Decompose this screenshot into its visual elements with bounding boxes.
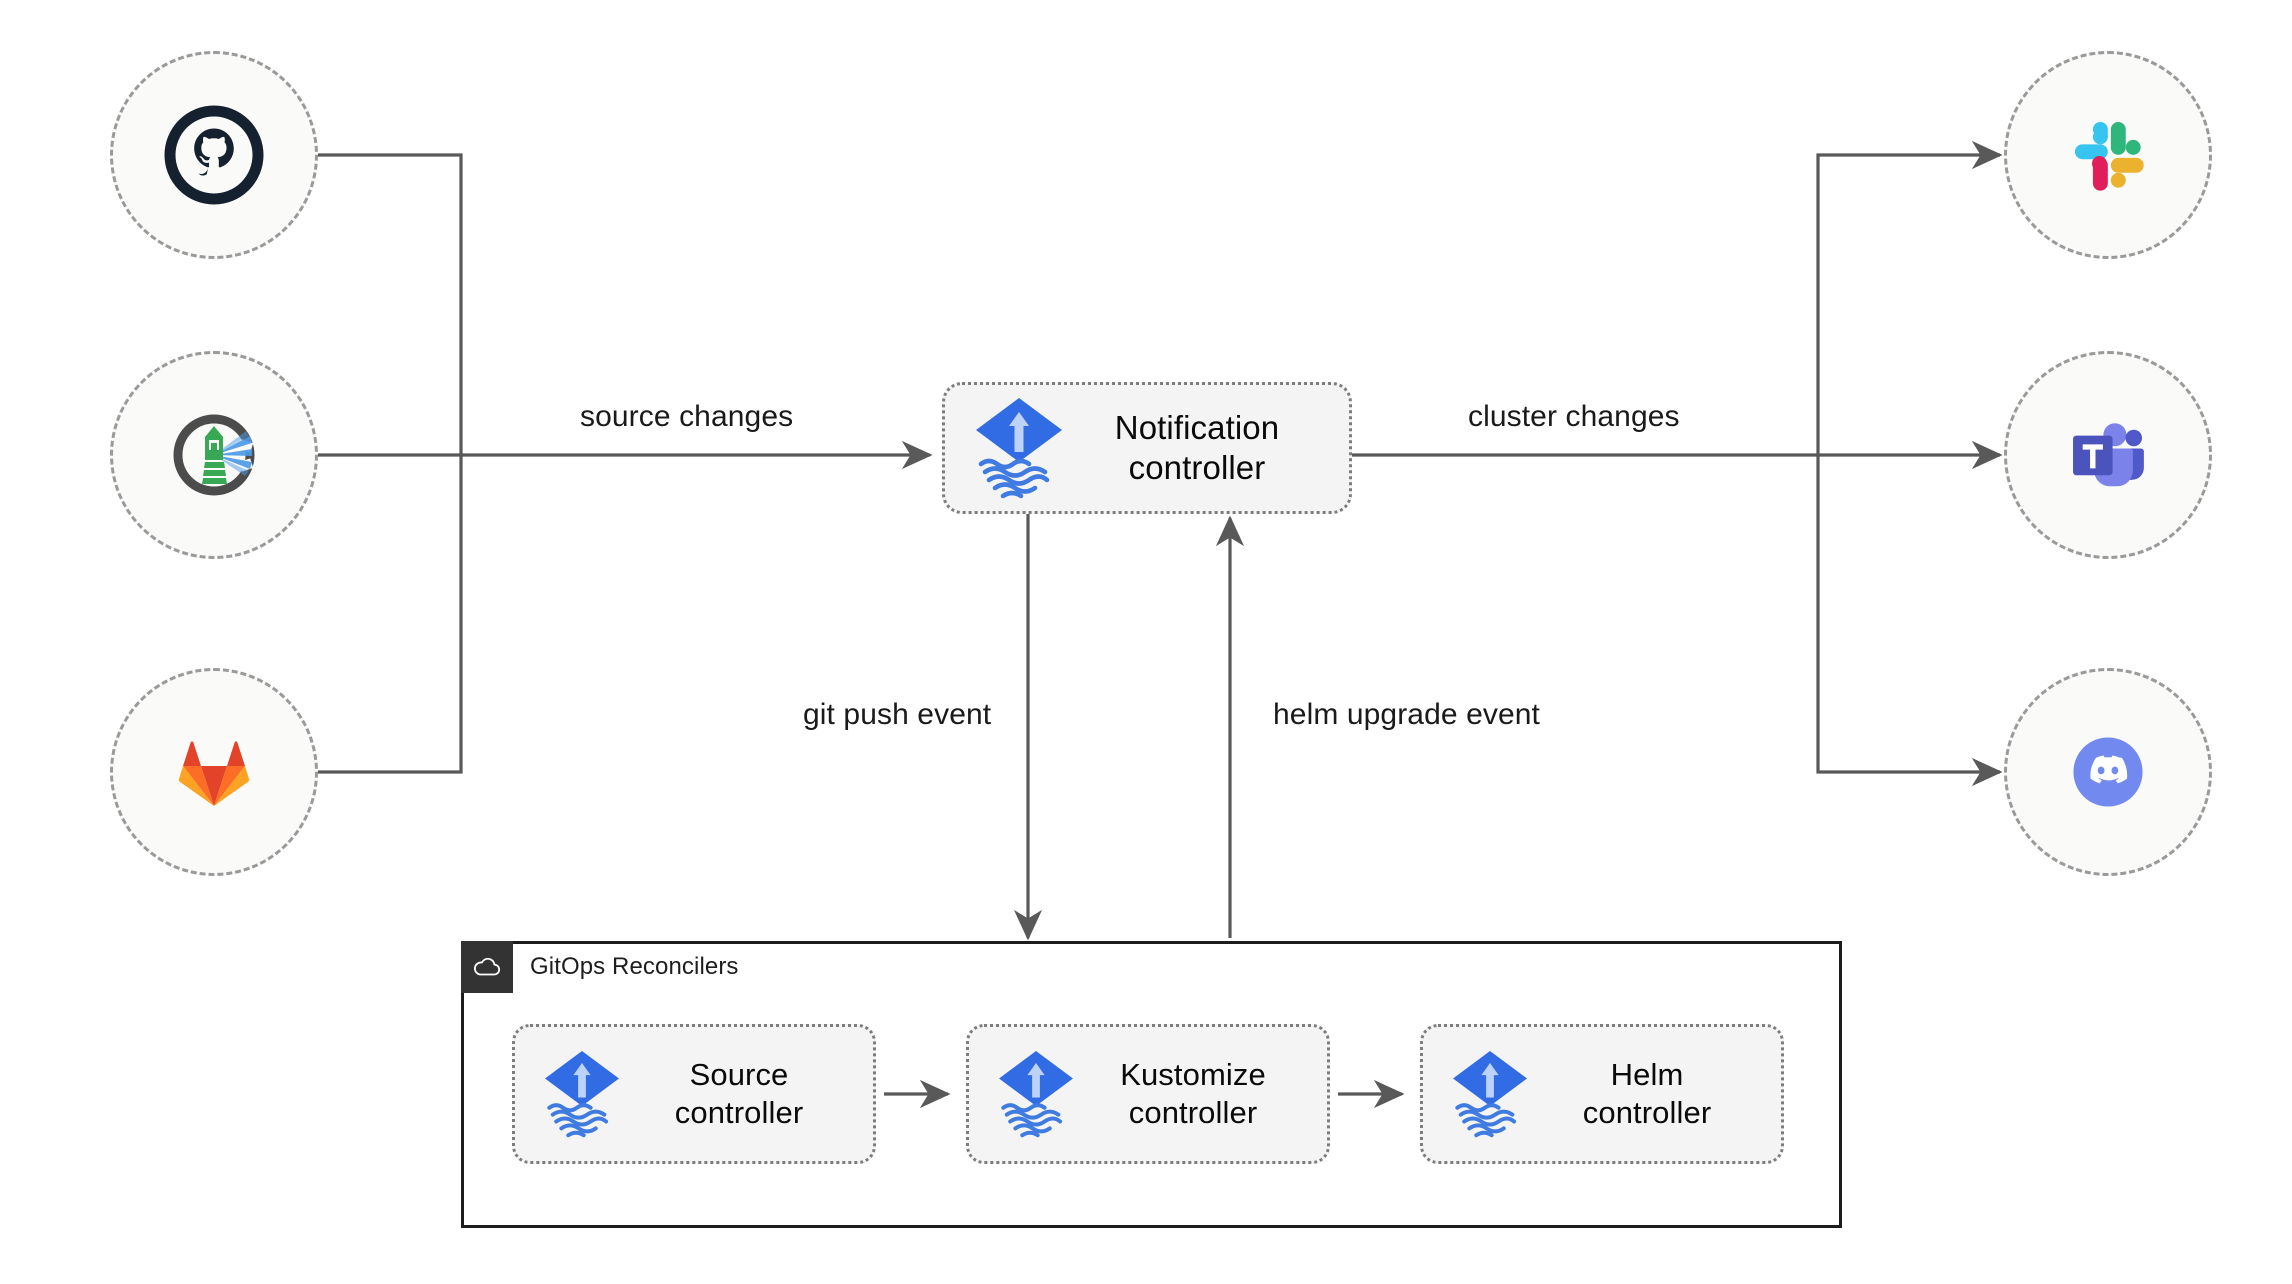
microsoft-teams-icon: [2056, 403, 2160, 507]
flux-icon: [1447, 1049, 1533, 1139]
helm-icon: [162, 403, 266, 507]
helm-controller-node[interactable]: Helm controller: [1420, 1024, 1784, 1164]
destination-node-teams[interactable]: [2004, 351, 2212, 559]
edge-label-cluster-changes: cluster changes: [1468, 400, 1680, 433]
gitops-reconcilers-group: [461, 941, 1842, 1228]
slack-icon: [2056, 103, 2160, 207]
destination-node-slack[interactable]: [2004, 51, 2212, 259]
helm-controller-label: Helm controller: [1582, 1057, 1712, 1130]
edge-label-helm-upgrade-event: helm upgrade event: [1273, 698, 1540, 731]
wire-bus-to-slack: [1816, 140, 2003, 455]
gitlab-icon: [162, 720, 266, 824]
notification-controller-node[interactable]: Notification controller: [942, 382, 1352, 514]
flux-icon: [539, 1049, 625, 1139]
cloud-icon: [461, 941, 513, 993]
edge-label-source-changes: source changes: [580, 400, 794, 433]
destination-node-discord[interactable]: [2004, 668, 2212, 876]
discord-icon: [2056, 720, 2160, 824]
notification-controller-label: Notification controller: [1114, 408, 1280, 486]
source-node-gitlab[interactable]: [110, 668, 318, 876]
source-node-helm[interactable]: [110, 351, 318, 559]
wire-bus-to-discord: [1816, 455, 2003, 787]
source-controller-label: Source controller: [674, 1057, 804, 1130]
gitops-reconcilers-title: GitOps Reconcilers: [530, 953, 739, 980]
source-node-github[interactable]: [110, 51, 318, 259]
kustomize-controller-node[interactable]: Kustomize controller: [966, 1024, 1330, 1164]
flux-icon: [993, 1049, 1079, 1139]
edge-label-git-push-event: git push event: [803, 698, 992, 731]
github-icon: [162, 103, 266, 207]
kustomize-controller-label: Kustomize controller: [1120, 1057, 1266, 1130]
source-controller-node[interactable]: Source controller: [512, 1024, 876, 1164]
flux-icon: [967, 394, 1071, 502]
